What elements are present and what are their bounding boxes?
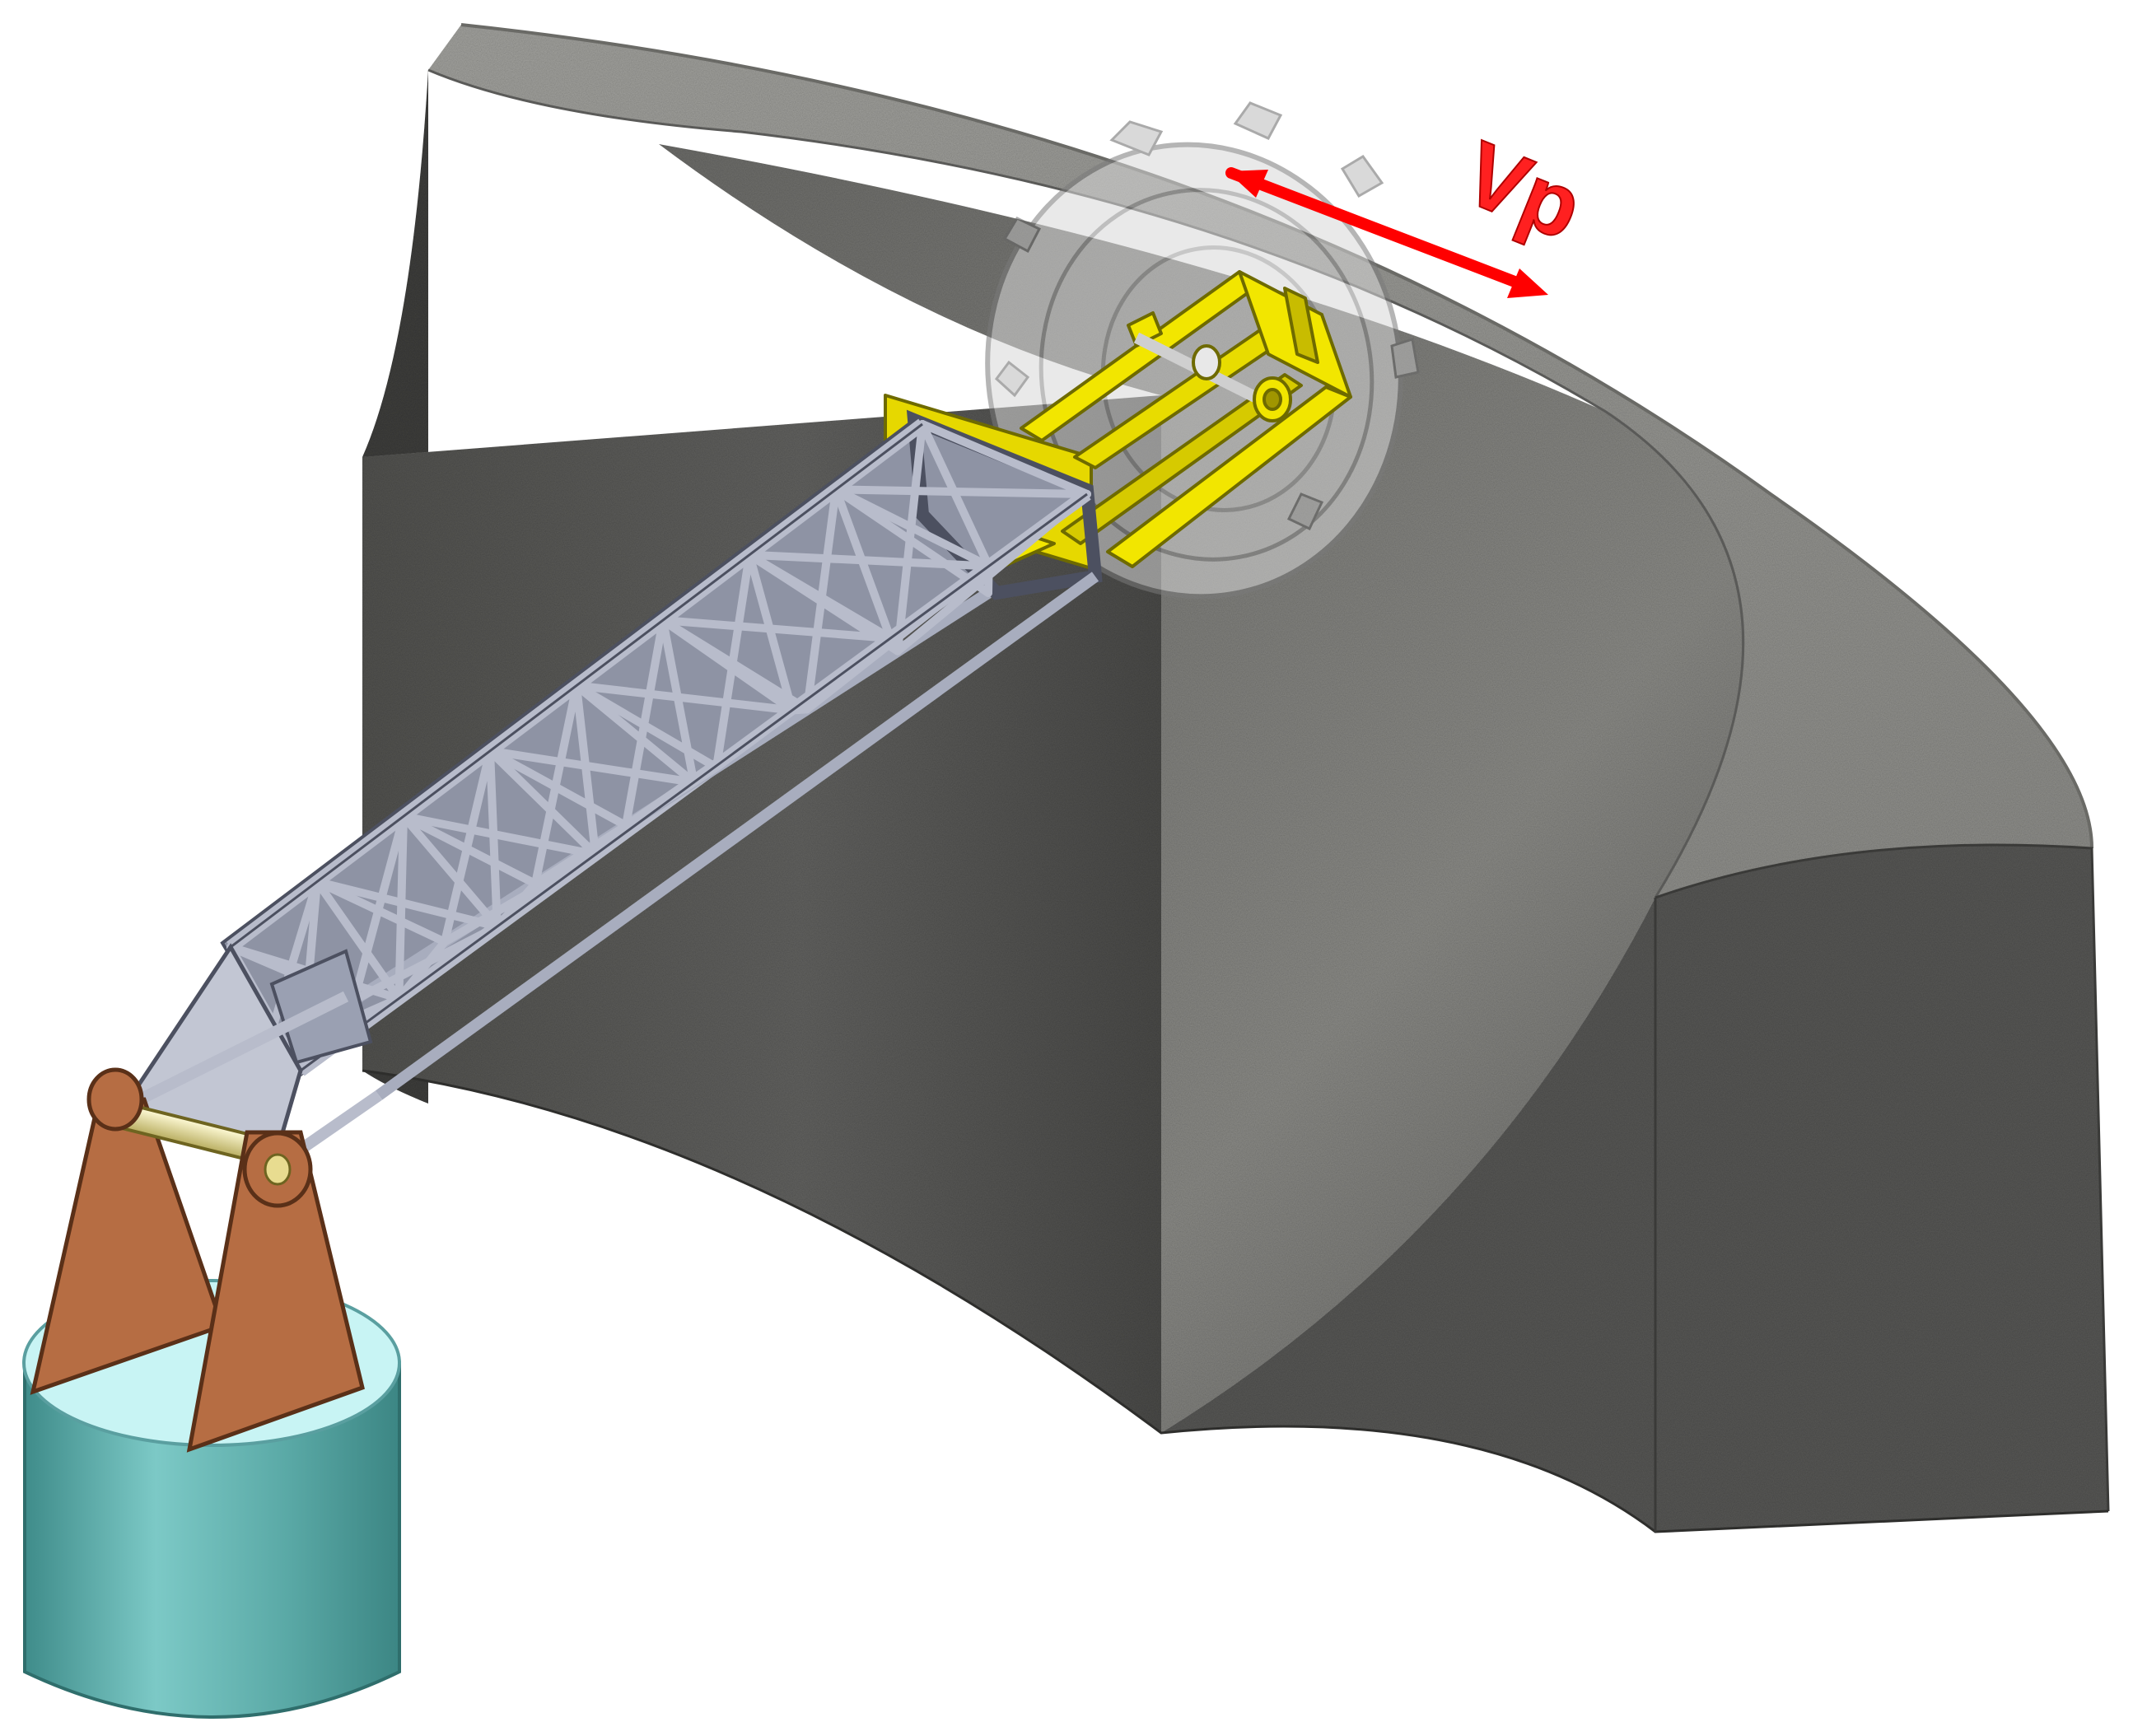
boom-lattice-member	[659, 616, 895, 642]
boom-lattice-member	[745, 550, 796, 715]
boom-lattice-member	[486, 746, 698, 786]
axle-bearing-hole	[1263, 388, 1282, 411]
wheel-tooth	[1286, 492, 1324, 531]
boom-lattice-member	[832, 485, 895, 642]
wheel-tooth	[1109, 120, 1164, 156]
boom-lattice-member	[399, 812, 502, 931]
boom-lattice-member	[399, 812, 600, 859]
base-assembly	[22, 1067, 401, 1719]
boom-chord-outline	[230, 422, 923, 949]
boom-lattice-member	[486, 746, 600, 859]
boom-lattice-member	[394, 812, 408, 1003]
boom-lattice-member	[572, 681, 600, 859]
rock-outer-face	[362, 395, 1161, 1433]
boom-lattice-member	[803, 485, 840, 714]
boom-root-strut	[120, 991, 349, 1113]
boom-lattice-member	[492, 880, 539, 931]
rock-front-edge	[1655, 843, 2110, 1512]
rock-mass-section	[362, 23, 2110, 1533]
wheel-tooth	[994, 360, 1030, 398]
boom-lattice-member	[441, 746, 494, 946]
boom-lattice-member	[622, 616, 667, 830]
rock-front-face	[1161, 845, 2108, 1532]
pivot-pin-head	[264, 1153, 292, 1186]
base-pedestal	[23, 1361, 401, 1719]
boom-lattice-member	[894, 420, 926, 656]
carriage-end-upright	[1283, 287, 1319, 364]
rock-top-surface	[428, 25, 2092, 898]
carriage-rail-lower	[1061, 373, 1303, 545]
arrow-shaft	[1225, 167, 1538, 294]
arrow-head-left	[1227, 170, 1268, 198]
boom-lattice-member	[394, 937, 449, 1003]
boom-lattice-member	[486, 746, 502, 931]
bracket-hub-back	[86, 1067, 144, 1132]
rock-top-edge	[460, 23, 2093, 849]
arrow-head-right	[1507, 268, 1548, 298]
boom-lattice-member	[918, 420, 1091, 498]
wheel-tooth	[1390, 338, 1420, 379]
wheel-inner-ring	[1038, 188, 1375, 562]
wheel-tooth	[1002, 217, 1042, 254]
axle-bearing	[1192, 344, 1221, 380]
boom-lattice-member	[572, 681, 796, 715]
boom-chord-outline	[300, 492, 1088, 1072]
boom-lattice-member	[350, 812, 408, 1005]
wheel-tooth	[1340, 155, 1384, 198]
wheel-tooth	[1233, 101, 1283, 140]
velocity-label: Vp	[1450, 122, 1595, 259]
boom-lattice-member	[313, 877, 502, 931]
rock-bottom-edge	[362, 1069, 2109, 1533]
boom-chord-bottom-right	[375, 572, 1099, 1100]
boom-lattice-member	[918, 420, 993, 571]
boom-lattice-member	[832, 485, 1091, 498]
boom-lattice-member	[712, 550, 754, 772]
boom-lattice-member	[313, 877, 404, 1003]
boom-lattice-member	[531, 681, 581, 889]
